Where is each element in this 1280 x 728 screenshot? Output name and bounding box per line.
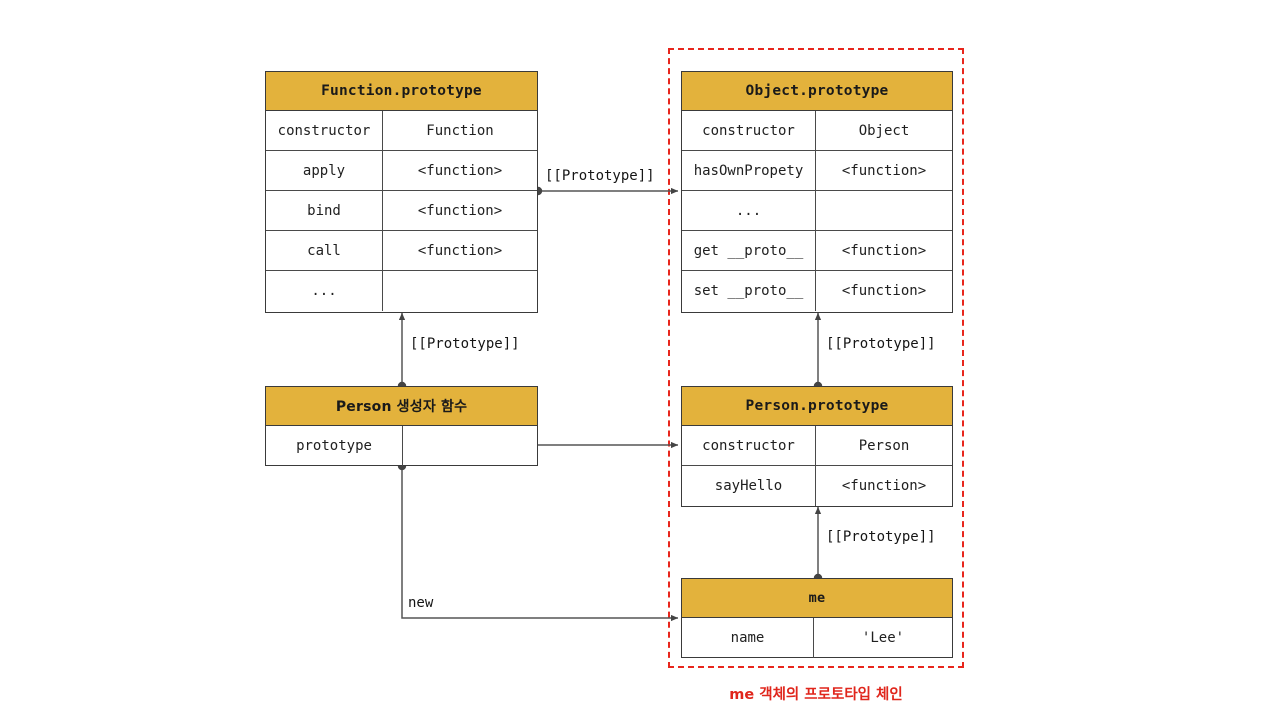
cell-key: ... — [682, 191, 816, 230]
cell-value: <function> — [417, 242, 503, 259]
box-title-me: me — [682, 579, 952, 618]
box-title-function-prototype: Function.prototype — [266, 72, 537, 111]
cell-value: <function> — [417, 202, 503, 219]
table-row: constructor Function — [266, 111, 537, 151]
cell-key: set __proto__ — [682, 271, 816, 311]
edge-label-personctor-functionproto: [[Prototype]] — [410, 336, 520, 352]
prototype-chain-region — [668, 48, 964, 668]
table-row: constructor Person — [682, 426, 952, 466]
cell-key: call — [266, 231, 383, 270]
edge-label-personproto-objectproto: [[Prototype]] — [826, 336, 936, 352]
cell-key: prototype — [266, 426, 403, 466]
cell-value: <function> — [841, 478, 927, 494]
edge-label-new: new — [408, 595, 434, 611]
cell-value: Person — [858, 437, 910, 454]
cell-value: <function> — [841, 242, 927, 259]
table-row: ... — [266, 271, 537, 311]
table-row: sayHello <function> — [682, 466, 952, 506]
cell-value: <function> — [417, 162, 503, 179]
cell-value: 'Lee' — [861, 630, 905, 646]
table-row: bind <function> — [266, 191, 537, 231]
table-row: get __proto__ <function> — [682, 231, 952, 271]
table-row: prototype — [266, 426, 537, 466]
cell-key: ... — [266, 271, 383, 311]
cell-key: constructor — [682, 111, 816, 150]
cell-key: constructor — [266, 111, 383, 150]
cell-value — [403, 426, 537, 466]
cell-value: Function — [426, 122, 494, 139]
edge-new-personctor-to-me — [401, 466, 679, 622]
cell-key: hasOwnPropety — [682, 151, 816, 190]
table-row: call <function> — [266, 231, 537, 271]
cell-key: bind — [266, 191, 383, 230]
cell-value — [383, 271, 537, 311]
table-row: ... — [682, 191, 952, 231]
cell-value: Object — [858, 122, 910, 139]
edge-label-functionproto-objectproto: [[Prototype]] — [545, 168, 655, 184]
table-row: name 'Lee' — [682, 618, 952, 658]
cell-value — [816, 191, 952, 230]
table-row: hasOwnPropety <function> — [682, 151, 952, 191]
edge-label-me-personproto: [[Prototype]] — [826, 529, 936, 545]
box-function-prototype[interactable]: Function.prototype constructor Function … — [265, 71, 538, 313]
box-title-person-constructor: Person 생성자 함수 — [266, 387, 537, 426]
prototype-chain-caption: me 객체의 프로토타입 체인 — [729, 687, 903, 703]
cell-key: name — [682, 618, 814, 658]
cell-key: get __proto__ — [682, 231, 816, 270]
table-row: set __proto__ <function> — [682, 271, 952, 311]
cell-value: <function> — [841, 162, 927, 179]
box-person-constructor[interactable]: Person 생성자 함수 prototype — [265, 386, 538, 466]
cell-value: <function> — [841, 283, 927, 299]
cell-key: constructor — [682, 426, 816, 465]
table-row: constructor Object — [682, 111, 952, 151]
box-title-person-prototype: Person.prototype — [682, 387, 952, 426]
box-me-object[interactable]: me name 'Lee' — [681, 578, 953, 658]
box-title-object-prototype: Object.prototype — [682, 72, 952, 111]
box-person-prototype[interactable]: Person.prototype constructor Person sayH… — [681, 386, 953, 507]
box-object-prototype[interactable]: Object.prototype constructor Object hasO… — [681, 71, 953, 313]
cell-key: apply — [266, 151, 383, 190]
table-row: apply <function> — [266, 151, 537, 191]
cell-key: sayHello — [682, 466, 816, 506]
